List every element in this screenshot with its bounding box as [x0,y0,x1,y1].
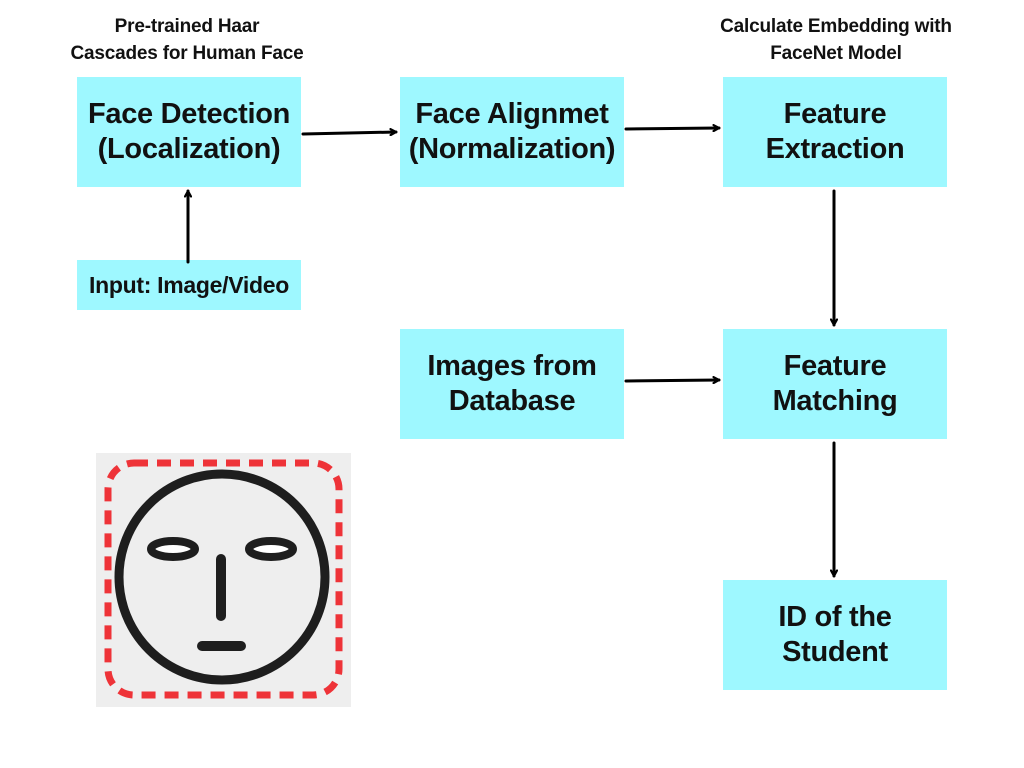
face-outline [114,469,330,685]
haar-cascade-note: Pre-trained Haar Cascades for Human Face [70,16,304,64]
right-eye [245,537,297,561]
input-box: Input: Image/Video [77,260,301,310]
face-detection-illustration [96,453,351,707]
face-detection-icon [96,453,351,707]
feature-extraction-box: Feature Extraction [723,77,947,187]
arrow-alignment-to-extraction [624,128,721,129]
input-label: Input: Image/Video [89,271,289,298]
feature-matching-box: Feature Matching [723,329,947,439]
face-detection-label: Face Detection (Localization) [87,97,291,165]
facenet-note: Calculate Embedding with FaceNet Model [720,16,952,64]
detection-frame [104,459,343,699]
student-id-box: ID of the Student [723,580,947,690]
student-id-label: ID of the Student [778,600,892,668]
face-detection-box: Face Detection (Localization) [77,77,301,187]
feature-extraction-label: Feature Extraction [765,97,905,165]
feature-matching-label: Feature Matching [772,349,898,417]
face-alignment-label: Face Alignmet (Normalization) [408,97,616,165]
arrow-database-to-matching [624,380,721,381]
images-database-label: Images from Database [427,349,597,417]
face-alignment-box: Face Alignmet (Normalization) [400,77,624,187]
left-eye [147,537,199,561]
arrow-detection-to-alignment [301,132,398,134]
images-database-box: Images from Database [400,329,624,439]
